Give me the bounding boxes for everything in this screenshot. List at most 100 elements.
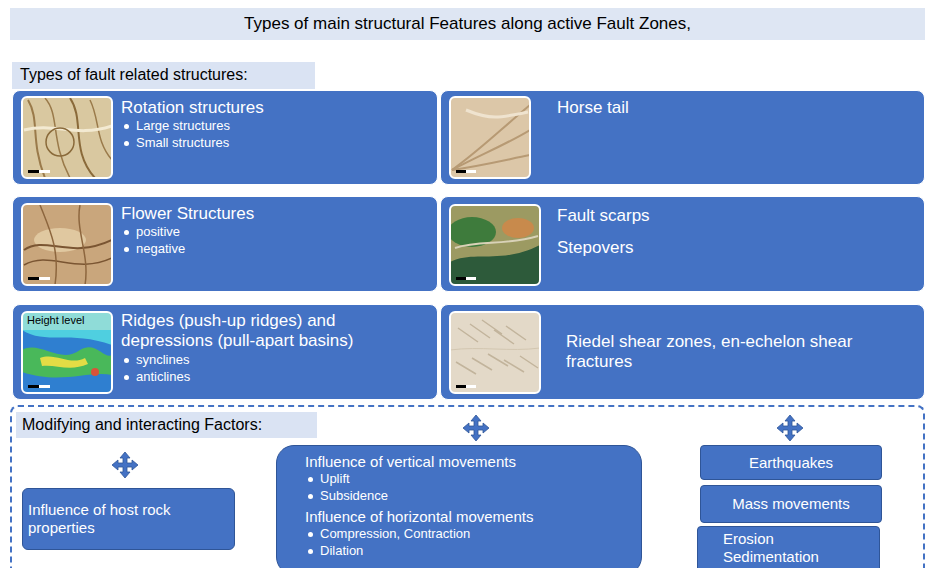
bullet-item: negative <box>136 241 185 258</box>
box-heading: Stepovers <box>557 238 634 258</box>
riedel-thumbnail-part <box>450 312 540 393</box>
rotation-thumbnail-part <box>22 97 112 178</box>
four-way-arrow <box>112 452 138 478</box>
rotation-thumbnail-part <box>28 170 50 173</box>
flower-thumbnail <box>22 204 112 285</box>
factor-text: Erosion Sedimentation <box>723 530 843 566</box>
text-block: Riedel shear zones, en-echelon shear fra… <box>566 305 916 399</box>
bullet-item: Large structures <box>136 118 230 135</box>
scarp-thumbnail-part <box>466 277 476 280</box>
flower-thumbnail-part <box>22 204 112 285</box>
rotation-thumbnail-part <box>22 97 112 178</box>
bullet-dot <box>124 124 129 129</box>
flower-thumbnail-part <box>28 277 50 280</box>
four-way-arrow <box>463 415 489 441</box>
flower-thumbnail-part <box>22 204 112 285</box>
structure-box: Riedel shear zones, en-echelon shear fra… <box>440 304 925 400</box>
height-map-thumbnail-part <box>22 312 112 345</box>
heading-patch: Modifying and interacting Factors: <box>16 412 317 438</box>
factor-text: Influence of host rock properties <box>28 501 226 537</box>
bullet-dot <box>124 141 129 146</box>
text-block: Influence of vertical movementsUpliftSub… <box>305 453 633 560</box>
height-map-thumbnail-part <box>91 368 99 376</box>
flower-thumbnail-part <box>39 277 50 280</box>
title-band: Types of main structural Features along … <box>10 8 925 40</box>
height-map-thumbnail-part <box>22 312 112 393</box>
flower-thumbnail-part <box>24 258 112 265</box>
scarp-thumbnail-part <box>455 236 538 248</box>
horsetail-thumbnail-part <box>452 155 530 170</box>
factor-text: Influence of vertical movements <box>305 453 516 471</box>
bullet-dot <box>124 247 129 252</box>
text-block: Rotation structuresLarge structuresSmall… <box>121 98 429 152</box>
bullet-item: Dilation <box>320 543 363 560</box>
bullet-dot <box>124 230 129 235</box>
scarp-thumbnail-part <box>450 205 540 285</box>
scarp-thumbnail-part <box>502 218 534 238</box>
text-block: Types of fault related structures: <box>20 65 307 84</box>
scarp-thumbnail-part <box>450 217 496 247</box>
bullet-item: Small structures <box>136 135 229 152</box>
bullet-item: positive <box>136 224 180 241</box>
horsetail-thumbnail-part <box>466 110 528 117</box>
bullet-item: synclines <box>136 352 189 369</box>
bullet-dot <box>308 477 313 482</box>
text-block: Flower Structurespositivenegative <box>121 204 429 258</box>
bullet-dot <box>124 358 129 363</box>
bullet-dot <box>124 375 129 380</box>
box-heading: Horse tail <box>557 98 629 118</box>
height-map-thumbnail-part <box>40 356 88 367</box>
rotation-thumbnail-part <box>90 100 112 160</box>
text-block: Erosion Sedimentation <box>723 530 871 566</box>
rotation-thumbnail-part <box>39 170 50 173</box>
box-heading: Riedel shear zones, en-echelon shear fra… <box>566 332 916 373</box>
four-way-arrow-part <box>112 452 138 478</box>
bullet-dot <box>308 494 313 499</box>
scarp-thumbnail <box>448 205 540 285</box>
horsetail-thumbnail-part <box>452 130 530 170</box>
structure-box: Fault scarpsStepovers <box>440 196 925 292</box>
factor-box: Influence of host rock properties <box>22 488 235 550</box>
horsetail-thumbnail-part <box>450 97 530 178</box>
bullet-item: Compression, Contraction <box>320 526 470 543</box>
flower-thumbnail-part <box>22 204 112 285</box>
flower-thumbnail-part <box>24 240 112 250</box>
structure-box: Horse tail <box>440 90 925 185</box>
bullet-dot <box>308 532 313 537</box>
section-label: Types of fault related structures: <box>12 62 315 89</box>
factor-text: Influence of horizontal movements <box>305 508 533 526</box>
section-heading: Modifying and interacting Factors: <box>22 415 262 434</box>
height-map-thumbnail-part <box>28 385 50 388</box>
text-block: Influence of host rock properties <box>28 489 226 549</box>
horsetail-thumbnail-part <box>456 170 476 173</box>
flower-thumbnail-part <box>79 205 86 285</box>
rotation-thumbnail <box>22 97 112 178</box>
scarp-thumbnail-part <box>450 205 540 285</box>
height-map-thumbnail-part <box>22 312 112 393</box>
riedel-thumbnail-part <box>450 312 540 393</box>
four-way-arrow <box>777 415 803 441</box>
text-block: Ridges (push-up ridges) and depressions … <box>121 311 429 386</box>
bullet-item: Uplift <box>320 471 350 488</box>
riedel-thumbnail-part <box>450 348 540 350</box>
text-block: Horse tail <box>557 98 916 118</box>
rotation-thumbnail-part <box>70 98 95 178</box>
box-heading: Fault scarps <box>557 206 650 226</box>
scarp-thumbnail-part <box>456 277 476 280</box>
horsetail-thumbnail <box>450 97 530 178</box>
riedel-thumbnail-part <box>456 385 476 388</box>
box-heading: Ridges (push-up ridges) and depressions … <box>121 311 429 352</box>
structure-box: Rotation structuresLarge structuresSmall… <box>12 90 438 185</box>
rotation-thumbnail-part <box>28 100 45 178</box>
riedel-thumbnail <box>450 312 540 393</box>
horsetail-thumbnail-part <box>452 105 530 170</box>
factor-text: Mass movements <box>732 495 850 513</box>
horsetail-thumbnail-part <box>450 97 530 178</box>
rotation-thumbnail-part <box>24 126 112 131</box>
section-heading: Types of fault related structures: <box>20 65 248 84</box>
rotation-thumbnail-part <box>45 98 70 178</box>
text-block: Mass movements <box>707 486 875 522</box>
